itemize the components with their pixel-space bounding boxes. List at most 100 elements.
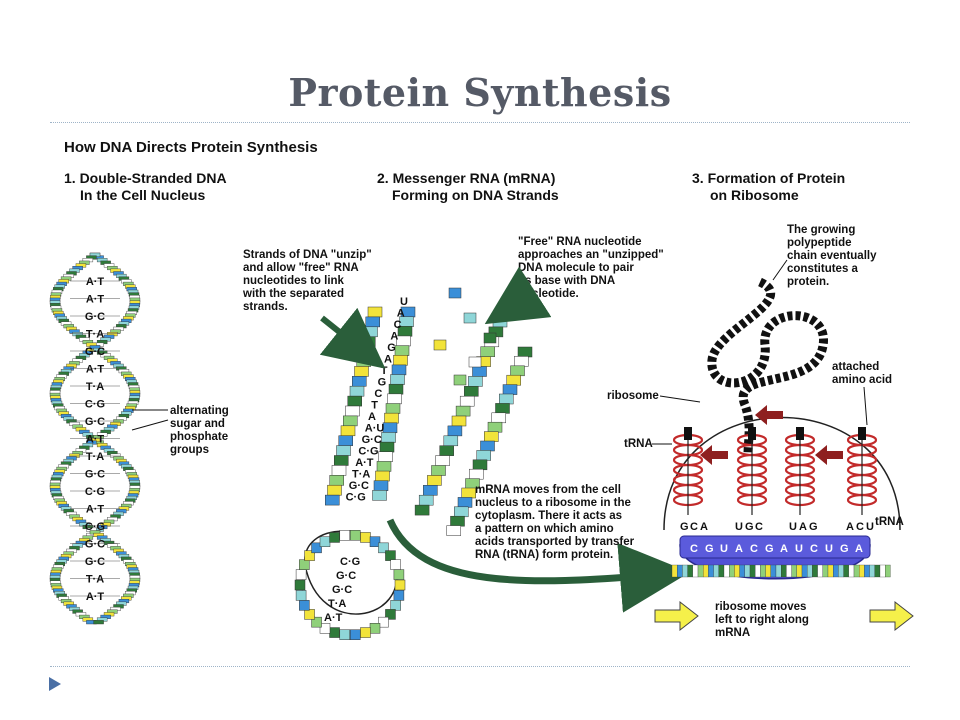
ring-block bbox=[393, 590, 405, 601]
ring-block bbox=[369, 536, 381, 547]
ring-block bbox=[311, 616, 322, 628]
svg-text:ribosome moves: ribosome moves bbox=[715, 601, 806, 613]
mrna-block bbox=[843, 564, 849, 578]
mrna-block bbox=[853, 564, 860, 578]
dna-pair-label: T·A bbox=[86, 574, 104, 586]
mrna-block bbox=[729, 564, 735, 578]
strand-block bbox=[510, 365, 525, 377]
strand-block bbox=[373, 480, 389, 491]
strand-block bbox=[480, 440, 495, 452]
svg-text:protein.: protein. bbox=[787, 276, 829, 288]
helix-segment bbox=[93, 620, 104, 625]
dna-pair-label: A·T bbox=[86, 276, 105, 288]
mrna-block bbox=[755, 564, 761, 578]
mrna-block bbox=[697, 564, 704, 578]
free-rna-annotation: "Free" RNA nucleotide approaches an "unz… bbox=[484, 236, 664, 325]
ring-block bbox=[378, 542, 389, 554]
codon-letter: G bbox=[840, 543, 849, 555]
unzip-base-label: A bbox=[390, 331, 398, 343]
codon-letter: A bbox=[780, 543, 788, 555]
footer-divider bbox=[50, 666, 910, 667]
ring-block bbox=[329, 532, 340, 543]
strand-block bbox=[517, 346, 533, 358]
free-nucleotide bbox=[448, 287, 462, 299]
strand-block bbox=[461, 487, 476, 499]
dna-pair-label: G·C bbox=[85, 416, 105, 428]
unzip-base-label: G·C bbox=[349, 480, 369, 492]
mrna-block bbox=[734, 564, 740, 578]
mrna-block bbox=[817, 564, 823, 578]
strand-block bbox=[491, 412, 506, 424]
ring-block bbox=[394, 579, 406, 591]
lower-pair-label: T·A bbox=[328, 598, 346, 610]
strand-block bbox=[487, 421, 503, 433]
ring-block bbox=[319, 536, 331, 547]
unzip-base-label: T bbox=[371, 400, 378, 412]
mrna-block bbox=[796, 564, 803, 578]
strand-block bbox=[384, 412, 399, 424]
mrna-block bbox=[682, 564, 688, 578]
svg-text:mRNA: mRNA bbox=[715, 627, 750, 639]
mrna-block bbox=[671, 564, 678, 578]
strand-block bbox=[345, 405, 360, 417]
lower-dna-coil bbox=[294, 530, 406, 640]
dna-double-helix bbox=[49, 252, 141, 625]
strand-block bbox=[363, 326, 378, 338]
ring-block bbox=[349, 629, 361, 640]
dna-pair-label: A·T bbox=[86, 504, 105, 516]
strand-block bbox=[329, 475, 344, 486]
codon-letter: C bbox=[690, 543, 698, 555]
lower-pair-label: G·C bbox=[336, 570, 356, 582]
lower-pair-label: G·C bbox=[332, 584, 352, 596]
mrna-block bbox=[760, 564, 766, 578]
mrna-block bbox=[713, 564, 719, 578]
svg-text:attached: attached bbox=[832, 361, 879, 373]
anticodon-letter: C bbox=[856, 521, 864, 533]
anticodon-letter: G bbox=[745, 521, 754, 533]
diagram-heading: How DNA Directs Protein Synthesis bbox=[64, 139, 318, 156]
ring-block bbox=[295, 569, 307, 580]
dna-pair-label: C·G bbox=[85, 399, 105, 411]
strand-block bbox=[439, 445, 454, 456]
unzip-base-label: G bbox=[387, 342, 396, 354]
ring-block bbox=[360, 532, 371, 543]
svg-text:approaches an "unzipped": approaches an "unzipped" bbox=[518, 249, 664, 261]
dna-pair-label: A·T bbox=[86, 591, 105, 603]
mrna-block bbox=[848, 564, 855, 578]
svg-text:tRNA: tRNA bbox=[875, 516, 904, 528]
svg-text:RNA (tRNA) form protein.: RNA (tRNA) form protein. bbox=[475, 549, 613, 561]
svg-text:strands.: strands. bbox=[243, 301, 288, 313]
lower-pair-label: C·G bbox=[340, 556, 360, 568]
dna-pair-label: T·A bbox=[86, 381, 104, 393]
unzip-base-label: T·A bbox=[352, 469, 370, 481]
strand-block bbox=[499, 393, 514, 405]
unzip-base-label: C·G bbox=[346, 492, 366, 504]
svg-text:and allow "free" RNA: and allow "free" RNA bbox=[243, 262, 359, 274]
ring-block bbox=[385, 609, 396, 620]
strand-block bbox=[336, 445, 351, 456]
mrna-block bbox=[807, 564, 813, 578]
codon-letter: C bbox=[750, 543, 758, 555]
ring-block bbox=[319, 623, 331, 634]
strand-block bbox=[476, 450, 491, 461]
mrna-block bbox=[801, 564, 808, 578]
mrna-block bbox=[812, 564, 818, 578]
svg-text:polypeptide: polypeptide bbox=[787, 237, 852, 249]
mrna-block bbox=[703, 564, 709, 578]
svg-text:left to right along: left to right along bbox=[715, 614, 809, 626]
strand-block bbox=[390, 374, 405, 385]
unzip-base-label: A·U bbox=[365, 423, 385, 435]
strand-block bbox=[340, 425, 356, 437]
strand-block bbox=[334, 455, 349, 466]
strand-block bbox=[385, 403, 401, 414]
anticodon-letter: A bbox=[846, 521, 854, 533]
strand-block bbox=[375, 470, 390, 482]
mrna-block bbox=[677, 564, 683, 578]
ring-block bbox=[295, 590, 307, 601]
svg-text:tRNA: tRNA bbox=[624, 438, 653, 450]
mrna-block bbox=[879, 564, 886, 578]
amino-acid-block bbox=[748, 427, 756, 440]
lower-pair-label: A·T bbox=[324, 612, 343, 624]
